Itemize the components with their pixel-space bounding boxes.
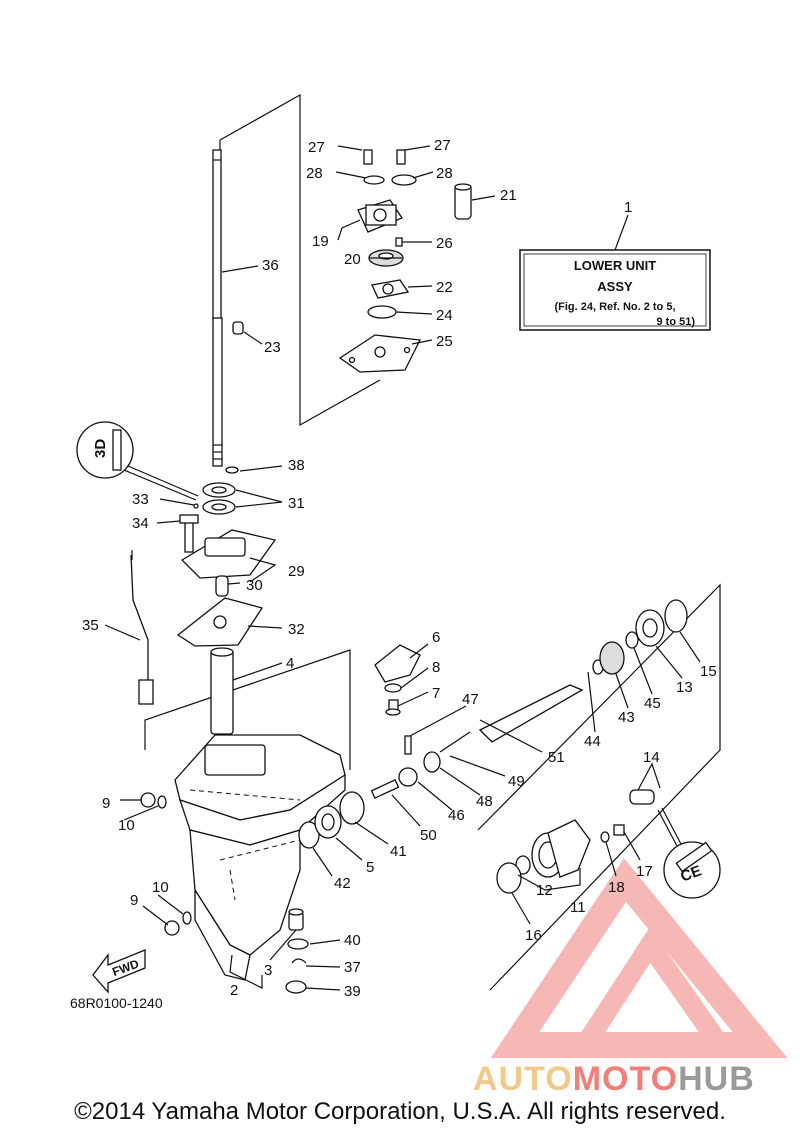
callout-3: 3 <box>264 962 272 979</box>
watermark-word-moto: MOTO <box>573 1060 678 1098</box>
box-line-3: (Fig. 24, Ref. No. 2 to 5, <box>554 301 675 313</box>
water-pump <box>338 149 472 373</box>
callout-26: 26 <box>436 235 453 252</box>
frame-gear-group <box>477 583 721 991</box>
callout-42: 42 <box>334 875 351 892</box>
callout-1: 1 <box>624 199 632 216</box>
grease-detail-b <box>657 807 721 899</box>
fwd-arrow: FWD <box>92 949 146 994</box>
callout-43: 43 <box>618 709 635 726</box>
callout-29: 29 <box>288 563 305 580</box>
callout-11: 11 <box>570 899 586 916</box>
grease-symbol-a: 3D <box>92 439 109 458</box>
callout-27b: 27 <box>434 137 451 154</box>
callout-45: 45 <box>644 695 661 712</box>
callout-36: 36 <box>262 257 279 274</box>
callout-15: 15 <box>700 663 717 680</box>
callout-44: 44 <box>584 733 601 750</box>
callout-34: 34 <box>132 515 149 532</box>
callout-50: 50 <box>420 827 437 844</box>
anode <box>374 644 421 683</box>
callout-numbers: 1 2 3 4 5 6 7 8 9 10 11 12 13 14 15 16 1… <box>82 137 717 1000</box>
callout-38: 38 <box>288 457 305 474</box>
shift-rod-end <box>138 679 154 705</box>
callout-19: 19 <box>312 233 329 250</box>
callout-13: 13 <box>676 679 693 696</box>
callout-10a: 10 <box>118 817 135 834</box>
callout-49: 49 <box>508 773 525 790</box>
callout-23: 23 <box>264 339 281 356</box>
callout-40: 40 <box>344 932 361 949</box>
bearings <box>193 466 239 515</box>
callout-21: 21 <box>500 187 517 204</box>
callout-14: 14 <box>643 749 660 766</box>
callout-22: 22 <box>436 279 453 296</box>
water-tube <box>210 649 234 735</box>
callout-25: 25 <box>436 333 453 350</box>
box-line-2: ASSY <box>597 279 633 294</box>
callout-28b: 28 <box>436 165 453 182</box>
callout-32: 32 <box>288 621 305 638</box>
drive-shaft <box>212 149 223 467</box>
callout-20: 20 <box>344 251 361 268</box>
drawing-code: 68R0100-1240 <box>70 995 163 1011</box>
bearing-housing <box>496 789 655 894</box>
callout-39: 39 <box>344 983 361 1000</box>
watermark-word-hub: HUB <box>678 1060 755 1098</box>
copyright-notice: ©2014 Yamaha Motor Corporation, U.S.A. A… <box>74 1098 726 1125</box>
callout-17: 17 <box>636 863 653 880</box>
callout-30: 30 <box>246 577 263 594</box>
propeller-shaft-group <box>298 599 688 849</box>
watermark-logo <box>490 858 788 1058</box>
callout-51: 51 <box>548 749 565 766</box>
lower-case <box>174 734 346 981</box>
frame-upper <box>219 93 381 427</box>
callout-37: 37 <box>344 959 361 976</box>
callout-41: 41 <box>390 843 407 860</box>
callout-7: 7 <box>432 685 440 702</box>
callout-12: 12 <box>536 882 553 899</box>
callout-9a: 9 <box>102 795 110 812</box>
watermark-text: AUTOMOTOHUB <box>473 1060 755 1098</box>
watermark-word-auto: AUTO <box>473 1060 573 1098</box>
oil-seal-housing <box>179 514 277 597</box>
callout-47: 47 <box>462 691 479 708</box>
callout-9b: 9 <box>130 892 138 909</box>
box-line-4: 9 to 51) <box>656 316 695 328</box>
callout-46: 46 <box>448 807 465 824</box>
callout-6: 6 <box>432 629 440 646</box>
callout-27a: 27 <box>308 139 325 156</box>
grease-detail-a <box>76 421 199 501</box>
callout-35: 35 <box>82 617 99 634</box>
callout-5: 5 <box>366 859 374 876</box>
grease-symbol-b: CE <box>678 862 703 885</box>
frame-middle <box>144 649 351 770</box>
callout-24: 24 <box>436 307 453 324</box>
box-line-1: LOWER UNIT <box>574 258 656 273</box>
callout-10b: 10 <box>152 879 169 896</box>
leader-lines <box>104 145 701 991</box>
callout-31: 31 <box>288 495 305 512</box>
callout-8: 8 <box>432 659 440 676</box>
callout-4: 4 <box>286 655 294 672</box>
lower-unit-assy-box: LOWER UNIT ASSY (Fig. 24, Ref. No. 2 to … <box>519 214 711 331</box>
callout-33: 33 <box>132 491 149 508</box>
callout-48: 48 <box>476 793 493 810</box>
callout-18: 18 <box>608 879 625 896</box>
callout-2: 2 <box>230 982 238 999</box>
callout-28a: 28 <box>306 165 323 182</box>
callout-16: 16 <box>525 927 542 944</box>
